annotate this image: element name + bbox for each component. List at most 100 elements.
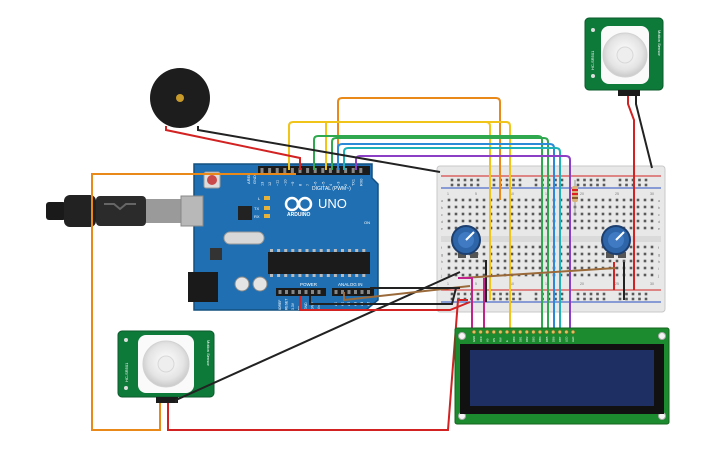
breadboard-hole[interactable] [470, 183, 473, 187]
breadboard-hole[interactable] [461, 273, 465, 277]
breadboard-hole[interactable] [608, 205, 612, 209]
breadboard-hole[interactable] [475, 266, 479, 270]
breadboard-hole[interactable] [482, 266, 486, 270]
breadboard-hole[interactable] [531, 198, 535, 202]
breadboard-hole[interactable] [524, 266, 528, 270]
breadboard-hole[interactable] [608, 198, 612, 202]
breadboard-hole[interactable] [566, 205, 570, 209]
breadboard-hole[interactable] [503, 252, 507, 256]
breadboard-hole[interactable] [482, 212, 486, 216]
breadboard-hole[interactable] [496, 219, 500, 223]
breadboard-hole[interactable] [631, 297, 635, 301]
breadboard-hole[interactable] [583, 183, 586, 187]
breadboard-hole[interactable] [554, 297, 557, 301]
breadboard-hole[interactable] [560, 183, 564, 187]
breadboard-hole[interactable] [644, 297, 648, 301]
breadboard-hole[interactable] [512, 292, 515, 296]
breadboard-hole[interactable] [636, 245, 640, 249]
breadboard-hole[interactable] [643, 198, 647, 202]
breadboard-hole[interactable] [560, 178, 564, 182]
breadboard-hole[interactable] [602, 178, 606, 182]
breadboard-hole[interactable] [580, 219, 584, 223]
breadboard-hole[interactable] [587, 259, 591, 263]
breadboard-hole[interactable] [608, 212, 612, 216]
breadboard-hole[interactable] [580, 198, 584, 202]
breadboard-hole[interactable] [643, 219, 647, 223]
lcd-pin[interactable] [564, 329, 569, 335]
digital-pin[interactable] [306, 168, 310, 173]
breadboard-hole[interactable] [450, 178, 454, 182]
breadboard-hole[interactable] [518, 178, 522, 182]
breadboard-hole[interactable] [631, 292, 635, 296]
breadboard-hole[interactable] [468, 273, 472, 277]
breadboard-hole[interactable] [531, 219, 535, 223]
breadboard-hole[interactable] [531, 205, 535, 209]
breadboard-hole[interactable] [503, 205, 507, 209]
breadboard-hole[interactable] [580, 273, 584, 277]
breadboard-hole[interactable] [461, 205, 465, 209]
breadboard-hole[interactable] [644, 292, 648, 296]
breadboard-hole[interactable] [629, 245, 633, 249]
breadboard-hole[interactable] [602, 292, 606, 296]
breadboard-hole[interactable] [638, 178, 641, 182]
breadboard-hole[interactable] [475, 219, 479, 223]
breadboard-hole[interactable] [447, 252, 451, 256]
breadboard-hole[interactable] [503, 259, 507, 263]
breadboard-hole[interactable] [517, 205, 521, 209]
power-pin[interactable] [311, 290, 314, 294]
breadboard-hole[interactable] [636, 198, 640, 202]
breadboard-hole[interactable] [650, 266, 654, 270]
breadboard-hole[interactable] [636, 259, 640, 263]
breadboard-hole[interactable] [482, 205, 486, 209]
breadboard-hole[interactable] [447, 266, 451, 270]
breadboard-hole[interactable] [450, 297, 454, 301]
breadboard-hole[interactable] [538, 205, 542, 209]
breadboard-hole[interactable] [524, 245, 528, 249]
breadboard-hole[interactable] [596, 178, 599, 182]
breadboard-hole[interactable] [534, 178, 538, 182]
power-pin[interactable] [291, 290, 295, 294]
breadboard-hole[interactable] [517, 252, 521, 256]
breadboard-hole[interactable] [594, 212, 598, 216]
breadboard-hole[interactable] [450, 183, 454, 187]
breadboard-hole[interactable] [650, 212, 654, 216]
lcd-pin[interactable] [485, 329, 490, 335]
breadboard-hole[interactable] [524, 259, 528, 263]
breadboard-hole[interactable] [594, 273, 598, 277]
breadboard-hole[interactable] [447, 273, 451, 277]
breadboard-hole[interactable] [468, 198, 472, 202]
breadboard-hole[interactable] [503, 219, 507, 223]
breadboard-hole[interactable] [650, 259, 654, 263]
breadboard-hole[interactable] [538, 259, 542, 263]
lcd-pin[interactable] [531, 329, 536, 335]
breadboard-hole[interactable] [510, 226, 514, 230]
breadboard-hole[interactable] [496, 245, 500, 249]
breadboard-hole[interactable] [643, 259, 647, 263]
breadboard-hole[interactable] [496, 252, 500, 256]
breadboard-hole[interactable] [518, 297, 522, 301]
breadboard-hole[interactable] [468, 205, 472, 209]
breadboard-hole[interactable] [517, 259, 521, 263]
breadboard-hole[interactable] [476, 297, 480, 301]
analog-pin[interactable] [367, 290, 370, 294]
digital-pin[interactable] [260, 168, 264, 173]
breadboard-hole[interactable] [580, 205, 584, 209]
digital-pin[interactable] [313, 168, 317, 173]
breadboard-hole[interactable] [602, 183, 606, 187]
breadboard-hole[interactable] [629, 266, 633, 270]
breadboard-hole[interactable] [496, 212, 500, 216]
breadboard-hole[interactable] [573, 273, 577, 277]
breadboard-hole[interactable] [531, 266, 535, 270]
breadboard-hole[interactable] [512, 297, 515, 301]
breadboard-hole[interactable] [587, 266, 591, 270]
breadboard-hole[interactable] [447, 219, 451, 223]
breadboard-hole[interactable] [638, 292, 641, 296]
breadboard-hole[interactable] [492, 183, 496, 187]
lcd-pin[interactable] [511, 329, 516, 335]
lcd-pin[interactable] [524, 329, 529, 335]
breadboard-hole[interactable] [482, 226, 486, 230]
breadboard-hole[interactable] [454, 198, 458, 202]
digital-pin[interactable] [268, 168, 272, 173]
power-pin[interactable] [317, 290, 321, 294]
breadboard-hole[interactable] [615, 205, 619, 209]
